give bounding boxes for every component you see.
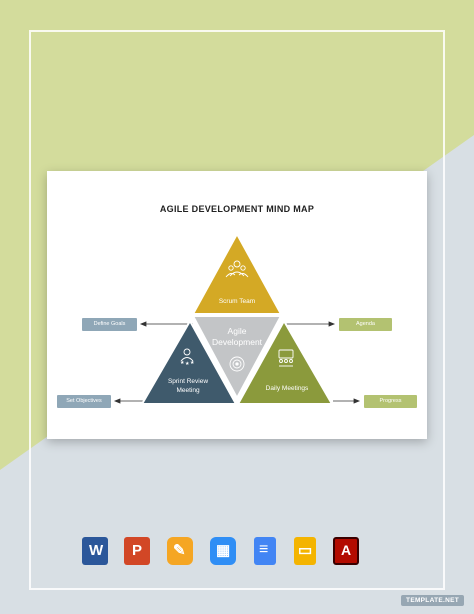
daily-meetings-label: Daily Meetings (266, 385, 309, 392)
tag-agenda: Agenda (339, 318, 392, 331)
sprint-review-label-line1: Sprint Review (168, 378, 208, 385)
scrum-team-label: Scrum Team (219, 298, 255, 305)
svg-text:★: ★ (190, 360, 195, 366)
sprint-review-label-line2: Meeting (176, 387, 200, 394)
tag-set-objectives: Set Objectives (57, 395, 111, 408)
watermark: TEMPLATE.NET (401, 595, 464, 606)
svg-text:★: ★ (185, 361, 190, 367)
decorative-frame (29, 30, 445, 590)
acrobat-icon[interactable]: A (333, 537, 359, 565)
target-icon (229, 356, 245, 372)
award-icon: ★ ★ ★ (180, 348, 195, 367)
arrow-set-objectives (113, 398, 121, 404)
pages-icon[interactable]: ✎ (167, 537, 193, 565)
tag-progress: Progress (364, 395, 417, 408)
app-icons-row: W P ✎ ▦ ≡ ▭ A (82, 537, 362, 567)
team-icon (225, 260, 249, 278)
arrow-define-goals (139, 321, 147, 327)
mindmap-title: AGILE DEVELOPMENT MIND MAP (159, 204, 315, 214)
google-docs-icon[interactable]: ≡ (254, 537, 276, 565)
tag-define-goals: Define Goals (82, 318, 137, 331)
word-icon[interactable]: W (82, 537, 108, 565)
arrow-progress (353, 398, 361, 404)
powerpoint-icon[interactable]: P (124, 537, 150, 565)
svg-text:★: ★ (180, 360, 185, 366)
triangle-scrum-team (191, 231, 283, 315)
agile-development-label-line2: Development (212, 337, 263, 347)
meeting-icon (278, 349, 294, 367)
triangle-sprint-review (140, 318, 238, 405)
keynote-icon[interactable]: ▦ (210, 537, 236, 565)
arrow-agenda (328, 321, 336, 327)
agile-development-label-line1: Agile (228, 326, 247, 336)
google-slides-icon[interactable]: ▭ (294, 537, 316, 565)
